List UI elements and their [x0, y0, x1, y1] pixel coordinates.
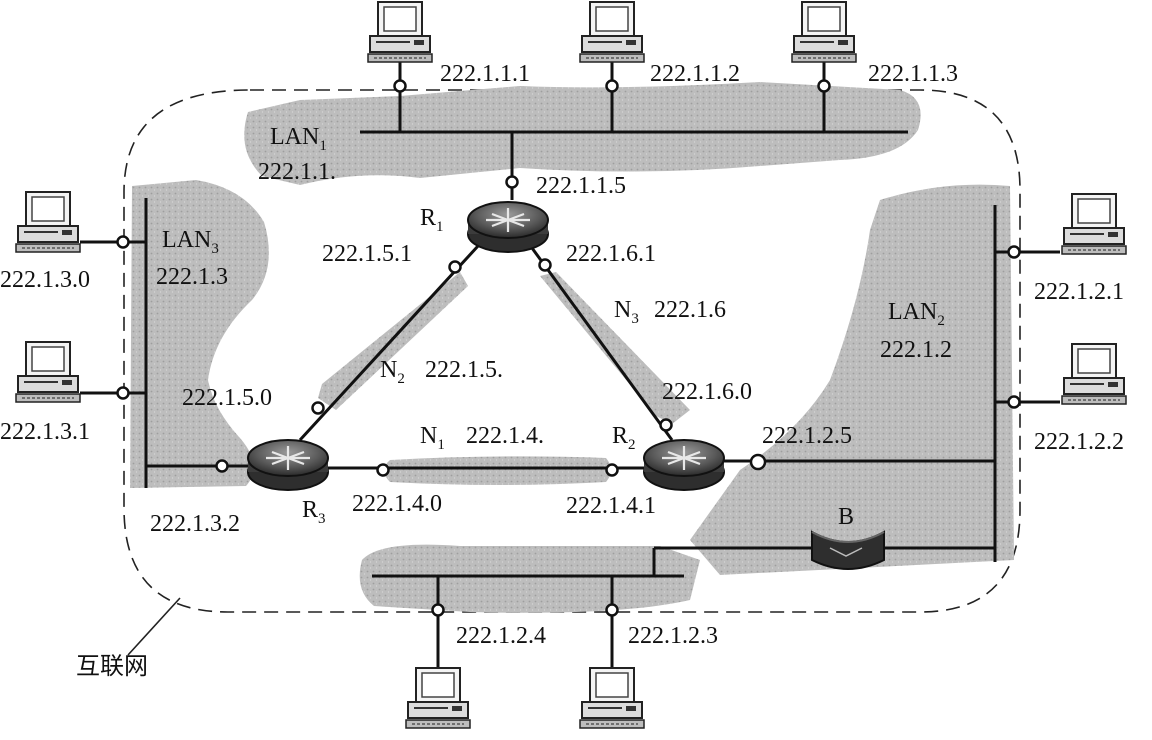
ip-222-1-3-1: 222.1.3.1: [0, 419, 90, 445]
lan2-address: 222.1.2: [880, 337, 952, 363]
n2-link: [298, 244, 480, 442]
host-computer-icon: [367, 1, 433, 63]
interface-icon: [605, 79, 619, 93]
host-computer-icon: [15, 191, 81, 253]
interface-icon: [116, 235, 130, 249]
interface-icon: [659, 418, 673, 432]
host-computer-icon: [15, 341, 81, 403]
internet-label: 互联网: [76, 652, 148, 680]
n2-label: N2: [380, 357, 405, 387]
interface-icon: [1007, 395, 1021, 409]
interface-icon: [448, 260, 462, 274]
ip-222-1-2-5: 222.1.2.5: [762, 423, 852, 449]
lan2-label: LAN2: [888, 299, 945, 329]
ip-222-1-2-2: 222.1.2.2: [1034, 429, 1124, 455]
n3-label: N3: [614, 297, 639, 327]
router-r3-icon: [246, 438, 330, 492]
n1-label: N1: [420, 423, 445, 453]
ip-222-1-1-2: 222.1.1.2: [650, 61, 740, 87]
router-r2-label: R2: [612, 423, 636, 453]
interface-icon: [1007, 245, 1021, 259]
lan2-region: [690, 184, 1014, 575]
router-r3-label: R3: [302, 497, 326, 527]
ip-222-1-2-1: 222.1.2.1: [1034, 279, 1124, 305]
host-computer-icon: [1061, 343, 1127, 405]
router-r1-icon: [466, 200, 550, 254]
router-r1-label: R1: [420, 205, 444, 235]
internet-pointer-line: [127, 597, 181, 656]
lan3-region: [130, 180, 269, 488]
ip-222-1-4-0: 222.1.4.0: [352, 491, 442, 517]
host-computer-icon: [1061, 193, 1127, 255]
lan1-label: LAN1: [270, 124, 327, 154]
lan2-bottom-region: [359, 544, 700, 613]
interface-icon: [605, 603, 619, 617]
lan3-label: LAN3: [162, 227, 219, 257]
ip-222-1-6-1: 222.1.6.1: [566, 241, 656, 267]
lan1-address: 222.1.1.: [258, 159, 336, 185]
ip-222-1-1-5: 222.1.1.5: [536, 173, 626, 199]
n1-address: 222.1.4.: [466, 423, 544, 449]
interface-icon: [311, 401, 325, 415]
ip-222-1-3-0: 222.1.3.0: [0, 267, 90, 293]
bridge-icon: [811, 530, 885, 570]
host-computer-icon: [579, 1, 645, 63]
interface-icon: [605, 463, 619, 477]
interface-icon: [538, 258, 552, 272]
ip-222-1-1-3: 222.1.1.3: [868, 61, 958, 87]
ip-222-1-5-1: 222.1.5.1: [322, 241, 412, 267]
interface-icon: [393, 79, 407, 93]
ip-222-1-5-0: 222.1.5.0: [182, 385, 272, 411]
n2-region: [318, 272, 468, 410]
router-r2-icon: [642, 438, 726, 492]
ip-222-1-3-2: 222.1.3.2: [150, 511, 240, 537]
lan3-address: 222.1.3: [156, 264, 228, 290]
host-computer-icon: [791, 1, 857, 63]
n1-region: [384, 456, 611, 485]
n2-address: 222.1.5.: [425, 357, 503, 383]
interface-icon: [215, 459, 229, 473]
host-computer-icon: [405, 667, 471, 729]
interface-icon: [376, 463, 390, 477]
n3-link: [530, 247, 674, 441]
bridge-label: B: [838, 504, 855, 530]
ip-222-1-6-0: 222.1.6.0: [662, 379, 752, 405]
interface-icon: [817, 79, 831, 93]
ip-222-1-2-3: 222.1.2.3: [628, 623, 718, 649]
interface-icon: [749, 453, 767, 471]
interface-icon: [431, 603, 445, 617]
ip-222-1-4-1: 222.1.4.1: [566, 493, 656, 519]
host-computer-icon: [579, 667, 645, 729]
n3-address: 222.1.6: [654, 297, 726, 323]
interface-icon: [116, 386, 130, 400]
interface-icon: [505, 175, 519, 189]
ip-222-1-1-1: 222.1.1.1: [440, 61, 530, 87]
ip-222-1-2-4: 222.1.2.4: [456, 623, 546, 649]
